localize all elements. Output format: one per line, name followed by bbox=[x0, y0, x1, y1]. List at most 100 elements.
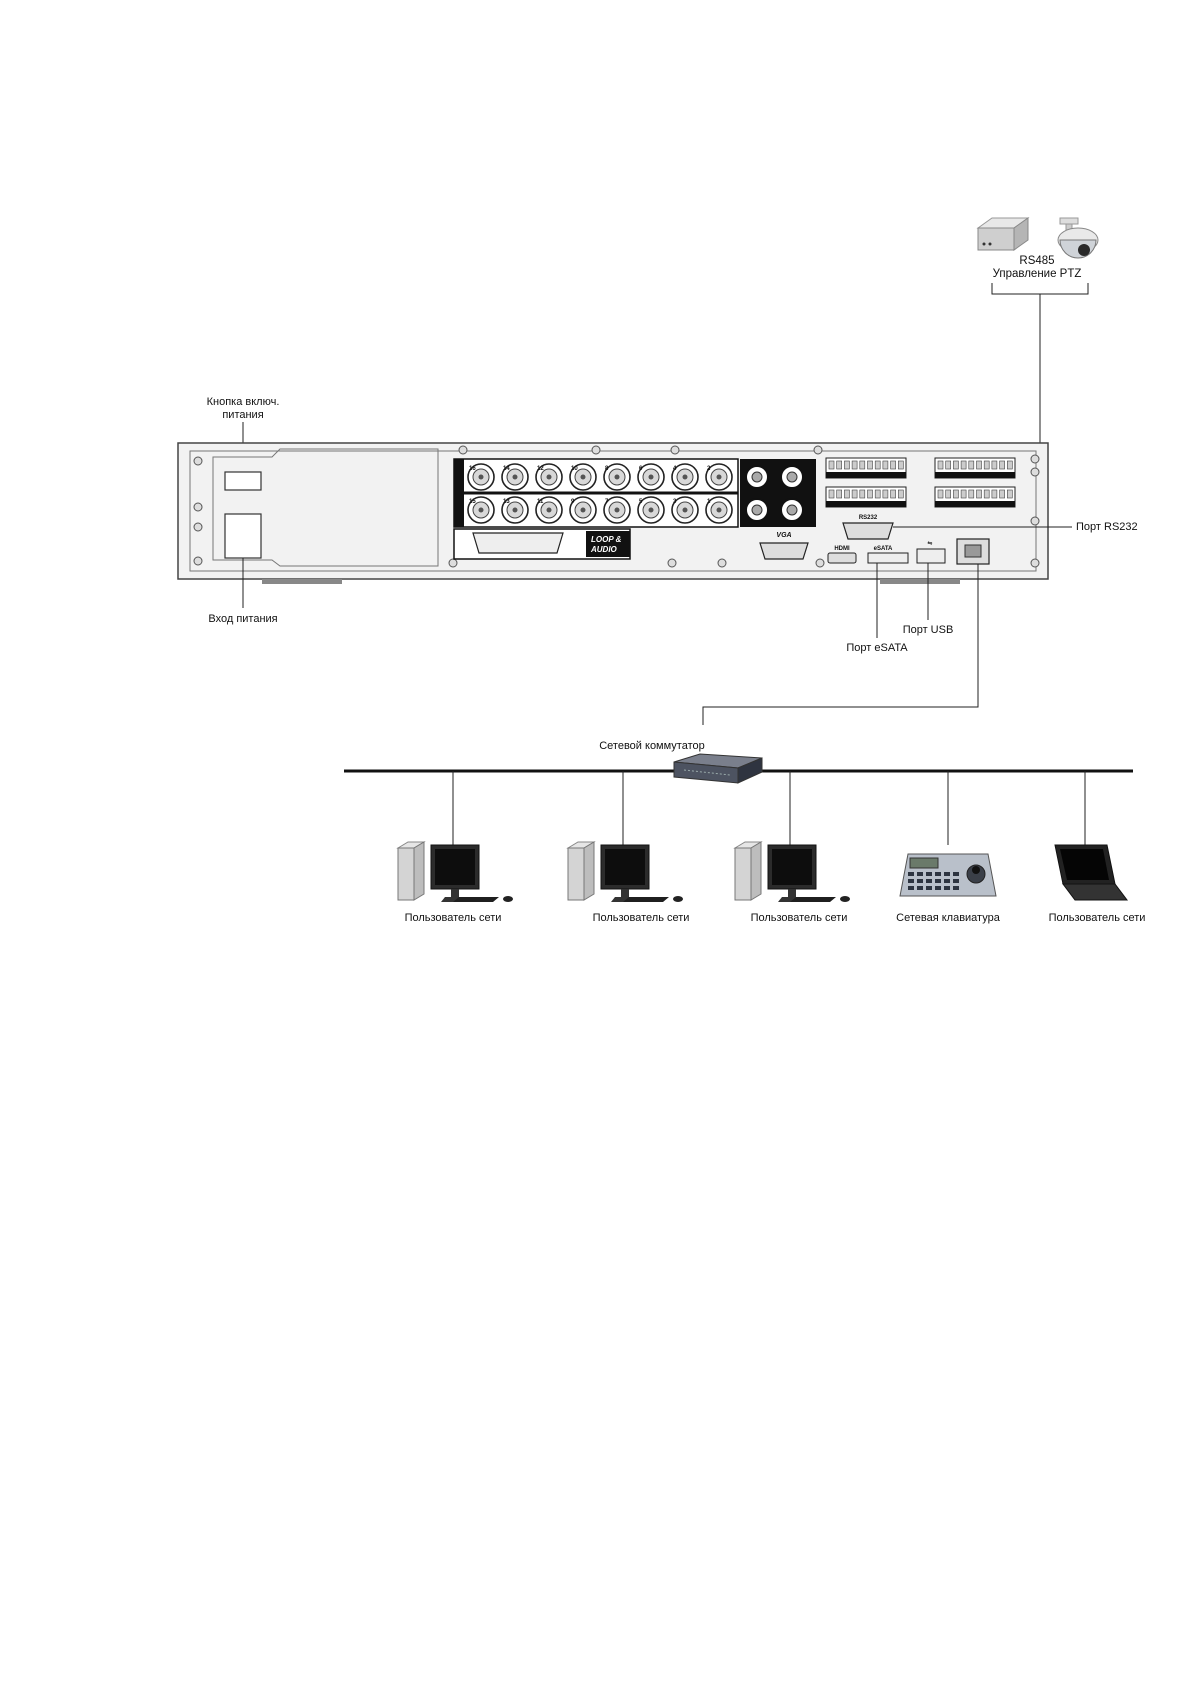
keyboard-key bbox=[953, 886, 959, 890]
terminal-screw bbox=[859, 460, 866, 470]
terminal-screw bbox=[968, 489, 975, 499]
terminal-screw bbox=[890, 460, 896, 470]
usb-port bbox=[916, 548, 946, 564]
joystick-knob bbox=[972, 866, 980, 874]
bnc-connector-pin bbox=[546, 507, 552, 513]
pc-tower-front bbox=[397, 847, 415, 901]
keyboard-key bbox=[944, 886, 950, 890]
video-in-channel-number: 2 bbox=[707, 466, 711, 472]
pc-monitor-screen bbox=[435, 849, 475, 885]
power-button-label-line1: Кнопка включ. bbox=[207, 396, 280, 408]
device-label: Пользователь сети bbox=[1049, 912, 1146, 924]
video-in-channel-number: 14 bbox=[503, 466, 510, 472]
bnc-connector-pin bbox=[512, 507, 518, 513]
device-label: Сетевая клавиатура bbox=[896, 912, 1001, 924]
keyboard-key bbox=[935, 872, 941, 876]
video-in-channel-number: 3 bbox=[673, 499, 677, 505]
bnc-connector-pin bbox=[478, 507, 484, 513]
terminal-screw bbox=[874, 460, 881, 470]
keyboard-key bbox=[926, 872, 932, 876]
terminal-screw bbox=[828, 489, 835, 499]
keyboard-key bbox=[953, 879, 959, 883]
terminal-screw bbox=[937, 489, 944, 499]
terminal-screw bbox=[953, 460, 959, 470]
terminal-screw bbox=[953, 489, 959, 499]
ptz-label-line1: RS485 bbox=[1019, 255, 1054, 267]
terminal-screw bbox=[960, 460, 967, 470]
video-in-channel-number: 11 bbox=[537, 499, 544, 505]
esata-port-label: Порт eSATA bbox=[846, 642, 908, 654]
pc-keyboard-icon bbox=[623, 897, 669, 902]
bnc-connector-pin bbox=[580, 474, 586, 480]
terminal-screw bbox=[851, 460, 858, 470]
rs232-label: RS232 bbox=[859, 515, 878, 521]
terminal-screw bbox=[976, 489, 982, 499]
keyboard-key bbox=[908, 886, 914, 890]
keyboard-key bbox=[953, 872, 959, 876]
terminal-screw bbox=[991, 489, 998, 499]
ptz-label-line2: Управление PTZ bbox=[993, 268, 1082, 280]
network-switch-icon bbox=[673, 753, 763, 784]
device-pc: Пользователь сети bbox=[396, 771, 513, 924]
keyboard-key bbox=[944, 879, 950, 883]
terminal-screw bbox=[991, 460, 998, 470]
ptz-decoder-icon bbox=[976, 217, 1030, 251]
terminal-screw bbox=[897, 489, 904, 499]
power-input-socket bbox=[224, 513, 262, 559]
keyboard-key bbox=[908, 879, 914, 883]
keyboard-key bbox=[917, 886, 923, 890]
terminal-block-strip bbox=[826, 472, 906, 478]
terminal-screw bbox=[897, 460, 904, 470]
device-label: Пользователь сети bbox=[751, 912, 848, 924]
bnc-connector-pin bbox=[512, 474, 518, 480]
terminal-screw bbox=[945, 489, 952, 499]
terminal-screw bbox=[867, 489, 873, 499]
loop-audio-label-line1: LOOP & bbox=[591, 535, 622, 544]
video-in-channel-number: 1 bbox=[707, 499, 711, 505]
alarm-terminal-blocks bbox=[825, 457, 1016, 508]
video-out-block bbox=[740, 459, 816, 527]
terminal-screw bbox=[844, 489, 850, 499]
rs232-port bbox=[842, 522, 894, 540]
terminal-screw bbox=[851, 489, 858, 499]
bnc-connector-pin bbox=[682, 474, 688, 480]
rs232-port-label: Порт RS232 bbox=[1076, 521, 1138, 533]
terminal-screw bbox=[882, 489, 889, 499]
terminal-screw bbox=[983, 460, 990, 470]
terminal-block-strip bbox=[935, 501, 1015, 507]
pc-mouse-icon bbox=[503, 896, 513, 902]
keyboard-key bbox=[908, 872, 914, 876]
pc-keyboard-icon bbox=[453, 897, 499, 902]
terminal-screw bbox=[976, 460, 982, 470]
pc-mouse-icon bbox=[673, 896, 683, 902]
loop-audio-label-line2: AUDIO bbox=[590, 545, 618, 554]
terminal-screw bbox=[999, 489, 1005, 499]
bnc-connector-pin bbox=[648, 507, 654, 513]
pc-tower-side bbox=[413, 841, 425, 901]
terminal-block-strip bbox=[826, 501, 906, 507]
laptop-display bbox=[1060, 849, 1109, 880]
power-button-label-line2: питания bbox=[222, 409, 263, 421]
video-in-channel-number: 12 bbox=[537, 466, 544, 472]
video-in-channel-number: 8 bbox=[605, 466, 609, 472]
bnc-connector-pin bbox=[478, 474, 484, 480]
bnc-connector-pin bbox=[716, 474, 722, 480]
ptz-bracket bbox=[991, 283, 1089, 295]
terminal-screw bbox=[968, 460, 975, 470]
terminal-screw bbox=[999, 460, 1005, 470]
device-pc: Пользователь сети bbox=[566, 771, 689, 924]
pc-monitor-stand bbox=[451, 889, 459, 897]
vga-port bbox=[759, 542, 809, 560]
network-port-jack bbox=[964, 544, 982, 558]
device-laptop: Пользователь сети bbox=[1049, 771, 1146, 924]
power-input-label: Вход питания bbox=[208, 613, 277, 625]
bnc-connector-pin bbox=[614, 507, 620, 513]
ptz-dome-camera-icon bbox=[1057, 217, 1099, 259]
terminal-screw bbox=[1006, 460, 1013, 470]
pc-monitor-screen bbox=[772, 849, 812, 885]
esata-label: eSATA bbox=[874, 546, 893, 552]
keyboard-lcd bbox=[909, 857, 939, 869]
